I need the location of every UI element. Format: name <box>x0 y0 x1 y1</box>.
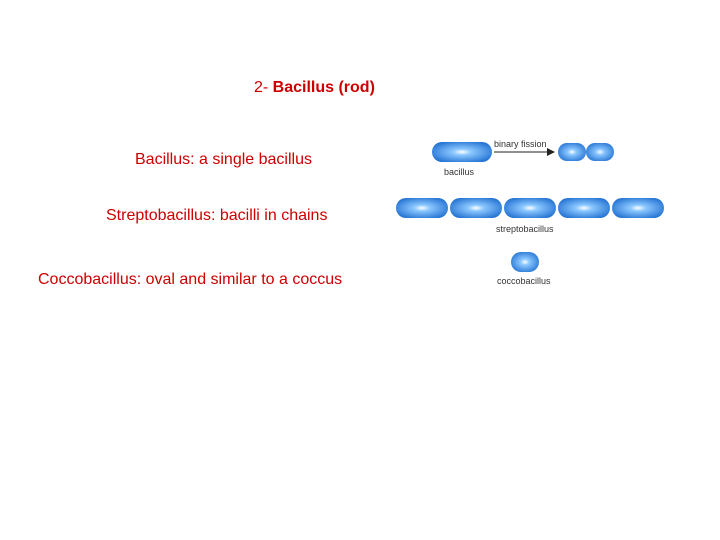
streptobacillus-description: Streptobacillus: bacilli in chains <box>106 207 327 225</box>
coccobacillus-label: coccobacillus <box>497 276 551 286</box>
slide-title: 2- Bacillus (rod) <box>254 79 375 97</box>
binary-fission-label: binary fission <box>494 139 547 149</box>
title-prefix: 2- <box>254 79 273 96</box>
chain-cell-4 <box>558 198 610 218</box>
daughter-cell-1 <box>558 143 586 161</box>
chain-cell-5 <box>612 198 664 218</box>
bacillus-description: Bacillus: a single bacillus <box>135 151 312 169</box>
streptobacillus-chain <box>396 198 664 218</box>
chain-cell-1 <box>396 198 448 218</box>
bacillus-shapes-diagram: bacillus binary fission streptobacillus … <box>390 130 680 300</box>
coccobacillus-description: Coccobacillus: oval and similar to a coc… <box>38 271 342 289</box>
title-bold: Bacillus (rod) <box>273 79 375 96</box>
streptobacillus-label: streptobacillus <box>496 224 554 234</box>
bacillus-cell <box>432 142 492 162</box>
daughter-cell-2 <box>586 143 614 161</box>
chain-cell-2 <box>450 198 502 218</box>
diagram-svg: bacillus binary fission streptobacillus … <box>390 130 680 300</box>
chain-cell-3 <box>504 198 556 218</box>
bacillus-label: bacillus <box>444 167 475 177</box>
coccobacillus-cell <box>511 252 539 272</box>
